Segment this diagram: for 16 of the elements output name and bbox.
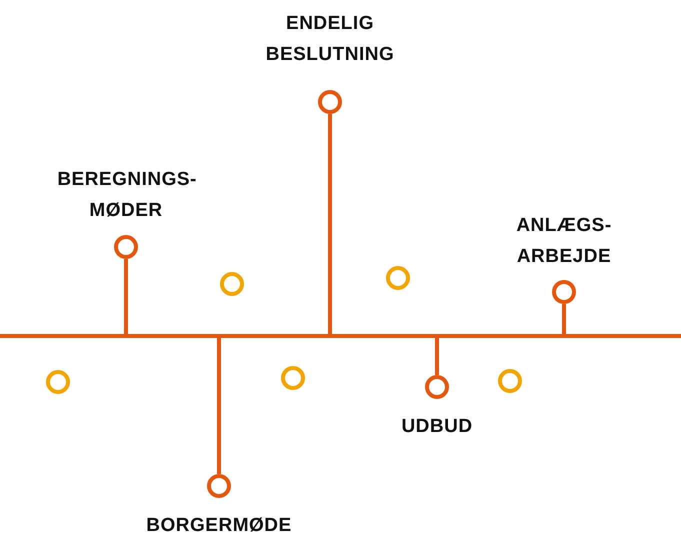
- stem-line: [328, 114, 332, 334]
- stem-line: [562, 304, 566, 334]
- stem-line: [217, 338, 221, 474]
- milestone-label: ANLÆGS- ARBEJDE: [515, 214, 613, 269]
- circle-marker: [46, 370, 70, 394]
- milestone-label: BORGERMØDE: [146, 514, 292, 537]
- circle-marker: [281, 366, 305, 390]
- circle-marker: [386, 266, 410, 290]
- stem-line: [124, 259, 128, 334]
- circle-marker: [498, 369, 522, 393]
- circle-marker: [220, 272, 244, 296]
- stem-line: [435, 338, 439, 375]
- milestone-label: UDBUD: [401, 415, 473, 439]
- milestone-label: BEREGNINGS- MØDER: [57, 168, 195, 223]
- milestone-label: ENDELIG BESLUTNING: [264, 12, 396, 67]
- timeline-axis: [0, 334, 681, 338]
